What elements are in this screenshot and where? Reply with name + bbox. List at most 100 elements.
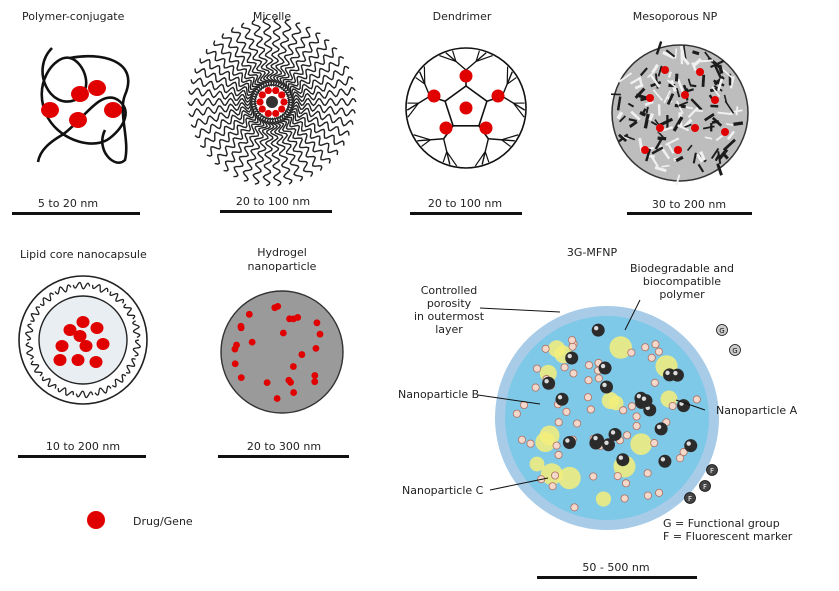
pore-texture	[717, 111, 733, 116]
nanoparticle-c	[643, 469, 652, 478]
nanoparticle-c	[623, 431, 632, 440]
lipid-core-nanocapsule-title: Lipid core nanocapsule	[20, 248, 147, 261]
pore-texture	[692, 50, 700, 56]
dendrimer-branch	[465, 52, 487, 71]
surfactant-chain	[269, 117, 282, 187]
drug-dot	[427, 89, 441, 103]
polymer-conjugate-size: 5 to 20 nm	[37, 197, 99, 210]
nanoparticle-c	[586, 405, 595, 414]
drug-dot	[231, 360, 239, 368]
pore-texture	[711, 86, 721, 98]
nanoparticle-c	[570, 503, 579, 512]
nanoparticle-a-highlight	[593, 435, 598, 441]
pore-texture	[702, 125, 715, 130]
pore-texture	[657, 131, 664, 138]
nanoparticle-c	[676, 454, 685, 463]
pore-texture	[665, 137, 680, 146]
drug-dot	[76, 316, 90, 328]
lipid-chain	[25, 342, 34, 360]
nanoparticle-a-highlight	[557, 395, 563, 400]
nanoparticle-c	[552, 441, 561, 450]
drug-dot	[245, 310, 253, 318]
nanoparticle-c	[531, 383, 540, 392]
drug-dot	[272, 109, 280, 118]
mfnp-size: 50 - 500 nm	[582, 561, 650, 574]
surfactant-chain	[276, 115, 314, 177]
surfactant-chain	[190, 77, 258, 100]
drug-dot	[479, 121, 493, 135]
surfactant-chain	[252, 117, 272, 185]
pore-texture	[710, 147, 720, 160]
pore-texture	[628, 120, 638, 128]
dendrimer-size: 20 to 100 nm	[427, 197, 503, 210]
pore-texture	[735, 106, 739, 116]
surfactant-chain	[194, 105, 258, 139]
nanoparticle-c	[650, 439, 659, 448]
dendrimer-branch	[506, 77, 517, 85]
surfactant-chain	[214, 112, 262, 165]
pore-texture	[703, 113, 715, 122]
surfactant-chain	[287, 86, 356, 104]
nanoparticle-c	[647, 353, 656, 362]
nanoparticle-a	[565, 351, 579, 365]
drug-dot	[258, 91, 266, 99]
legend-functional-group: G = Functional group	[663, 517, 780, 530]
pore-texture	[675, 174, 681, 186]
surfactant-chain	[276, 22, 302, 88]
pore-texture	[675, 87, 681, 98]
lipid-core-size: 10 to 200 nm	[45, 440, 121, 453]
pore-texture	[644, 100, 654, 107]
pore-texture	[726, 130, 736, 141]
drug-dot	[287, 378, 294, 386]
drug-dot	[661, 66, 669, 74]
pore-texture	[687, 78, 692, 86]
yellow-particle	[595, 491, 612, 507]
pore-texture	[722, 152, 729, 160]
leader-line	[675, 399, 706, 411]
nanoparticle-c	[621, 479, 630, 488]
yellow-particle	[630, 433, 652, 455]
drug-dot	[264, 109, 272, 118]
nanoparticle-a-highlight	[565, 438, 570, 443]
drug-dot	[96, 338, 110, 350]
nanoparticle-a-highlight	[600, 363, 606, 369]
pore-texture	[704, 136, 713, 140]
pore-texture	[657, 136, 667, 141]
pore-texture	[640, 108, 647, 116]
nanoparticle-c	[651, 340, 660, 349]
drug-dot	[674, 146, 682, 154]
drug-dot	[237, 374, 245, 381]
nanoparticle-c	[533, 364, 542, 373]
drug-dot	[316, 330, 324, 338]
pore-texture	[655, 41, 663, 55]
dendrimer-branch	[413, 134, 431, 141]
pore-texture	[666, 79, 677, 88]
nanoparticle-c	[551, 471, 560, 480]
surfactant-chain	[269, 17, 282, 87]
surfactant-chain	[279, 114, 323, 171]
lipid-chain	[75, 390, 94, 399]
nanoparticle-a	[658, 454, 672, 468]
nanoparticle-a	[616, 453, 630, 467]
polymer-conjugate-scale-bar	[12, 212, 140, 215]
nanoparticle-a	[555, 392, 569, 406]
fluorescent-marker	[699, 480, 711, 492]
drug-dot	[311, 378, 319, 386]
micelle-core	[266, 96, 278, 108]
drug-dot	[104, 102, 122, 118]
pore-texture	[717, 78, 724, 91]
nanoparticle-c	[562, 407, 571, 416]
dendrimer-title: Dendrimer	[432, 10, 492, 23]
dendrimer-branch	[484, 151, 490, 163]
nanoparticle-a-highlight	[673, 370, 678, 376]
fluorescent-marker-letter: F	[710, 467, 714, 475]
surfactant-chain	[284, 47, 338, 94]
surfactant-chain	[188, 100, 257, 118]
drug-dot	[459, 101, 473, 115]
mfnp-scale-bar	[537, 576, 697, 579]
mesoporous-np-scale-bar	[627, 212, 752, 215]
surfactant-chain	[262, 17, 275, 87]
mfnp-title: 3G-MFNP	[566, 246, 618, 259]
fluorescent-marker	[684, 492, 696, 504]
surfactant-chain	[279, 26, 311, 89]
